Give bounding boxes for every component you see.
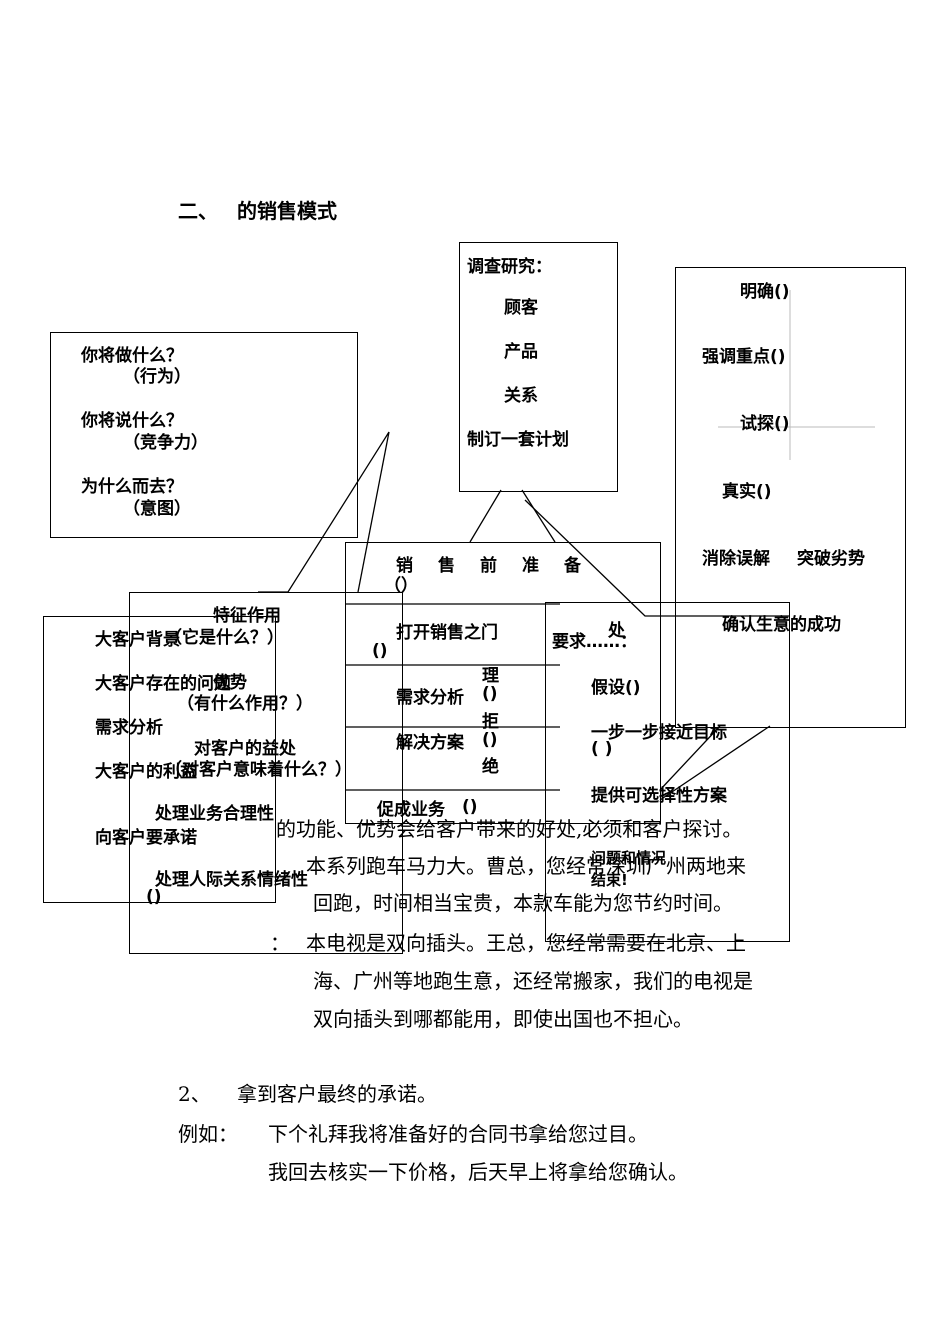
center-side-char: 绝 xyxy=(482,757,499,777)
lb-benefit: 对客户的益处 xyxy=(194,739,296,759)
center-paren-left: () xyxy=(372,641,388,661)
box-center xyxy=(345,542,661,824)
center-open-door: 打开销售之门 xyxy=(396,623,498,643)
research-item: 顾客 xyxy=(504,298,538,318)
center-side-char: 理 xyxy=(482,666,499,686)
lb-what-use: （有什么作用？） xyxy=(177,694,313,714)
body-line-prefix: ： xyxy=(270,931,290,955)
lb-mean: （对客户意味着什么？） xyxy=(165,760,352,780)
right-item: 确认生意的成功 xyxy=(722,615,841,635)
lb-emotion: 处理人际关系情绪性 xyxy=(155,870,308,890)
body-line: 的功能、优势会给客户带来的好处,必须和客户探讨。 xyxy=(276,817,743,841)
lb-biz: 处理业务合理性 xyxy=(155,804,274,824)
br-step: 一步一步接近目标 xyxy=(591,723,727,743)
what-a2: （竞争力） xyxy=(123,433,208,453)
center-side-char: 拒 xyxy=(482,712,499,732)
body-line: 本系列跑车马力大。曹总，您经常深圳广州两地来 xyxy=(306,854,746,878)
lb-advantage: 优势 xyxy=(213,673,247,693)
what-a1: （行为） xyxy=(123,367,191,387)
section-number: 二、 xyxy=(178,199,218,223)
center-close: 促成业务 xyxy=(377,800,445,820)
body-line: 回跑，时间相当宝贵，本款车能为您节约时间。 xyxy=(313,891,733,915)
what-q2: 你将说什么？ xyxy=(81,411,183,431)
lf-item: 需求分析 xyxy=(95,718,163,738)
right-item: 消除误解 xyxy=(702,549,770,569)
body-line: 海、广州等地跑生意，还经常搬家，我们的电视是 xyxy=(313,969,753,993)
research-item: 关系 xyxy=(504,386,538,406)
br-hypo: 假设() xyxy=(591,678,641,698)
body-line: 双向插头到哪都能用，即使出国也不担心。 xyxy=(313,1007,693,1031)
body-line: 本电视是双向插头。王总，您经常需要在北京、上 xyxy=(306,931,746,955)
right-item: 强调重点() xyxy=(702,347,786,367)
research-item: 产品 xyxy=(504,342,538,362)
br-issues: 问题和情况 xyxy=(591,849,667,867)
br-step-paren: ( ) xyxy=(591,739,613,759)
center-solution: 解决方案 xyxy=(396,733,464,753)
research-plan: 制订一套计划 xyxy=(467,430,569,450)
right-item: 明确() xyxy=(740,282,790,302)
lb-what-is: （它是什么？） xyxy=(165,628,284,648)
center-header: 销 售 前 准 备 xyxy=(396,556,585,576)
right-item: 突破劣势 xyxy=(797,549,865,569)
lf-item: 向客户要承诺 xyxy=(95,828,197,848)
example-line: 我回去核实一下价格，后天早上将拿给您确认。 xyxy=(268,1160,688,1184)
what-a3: （意图） xyxy=(123,499,191,519)
example-line: 下个礼拜我将准备好的合同书拿给您过目。 xyxy=(268,1122,648,1146)
box-research xyxy=(459,242,618,492)
section-title: 的销售模式 xyxy=(237,199,337,223)
what-q3: 为什么而去？ xyxy=(81,477,183,497)
item2-number: 2、 xyxy=(178,1082,211,1106)
example-label: 例如： xyxy=(178,1122,238,1146)
br-alt: 提供可选择性方案 xyxy=(591,786,727,806)
lf-item: 大客户的利益 xyxy=(95,762,197,782)
lf-item: 大客户存在的问题 xyxy=(95,674,231,694)
right-item: 试探() xyxy=(740,414,790,434)
center-header-paren: （） xyxy=(384,576,418,596)
lf-item: 大客户背景 xyxy=(95,630,180,650)
center-side-char: () xyxy=(482,730,498,750)
what-q1: 你将做什么？ xyxy=(81,346,183,366)
lb-paren: () xyxy=(146,887,162,907)
br-end: 结束! xyxy=(591,871,628,889)
item2-text: 拿到客户最终的承诺。 xyxy=(237,1082,437,1106)
center-side-char: () xyxy=(482,684,498,704)
research-title: 调查研究： xyxy=(467,257,552,277)
box-left-front xyxy=(43,616,276,903)
right-item: 真实() xyxy=(722,482,772,502)
center-needs: 需求分析 xyxy=(396,688,464,708)
br-require: 要求……： xyxy=(552,632,637,652)
br-chu: 处 xyxy=(608,621,625,641)
lb-feature: 特征作用 xyxy=(213,606,281,626)
center-close-paren: () xyxy=(462,797,478,817)
box-right xyxy=(675,267,906,728)
